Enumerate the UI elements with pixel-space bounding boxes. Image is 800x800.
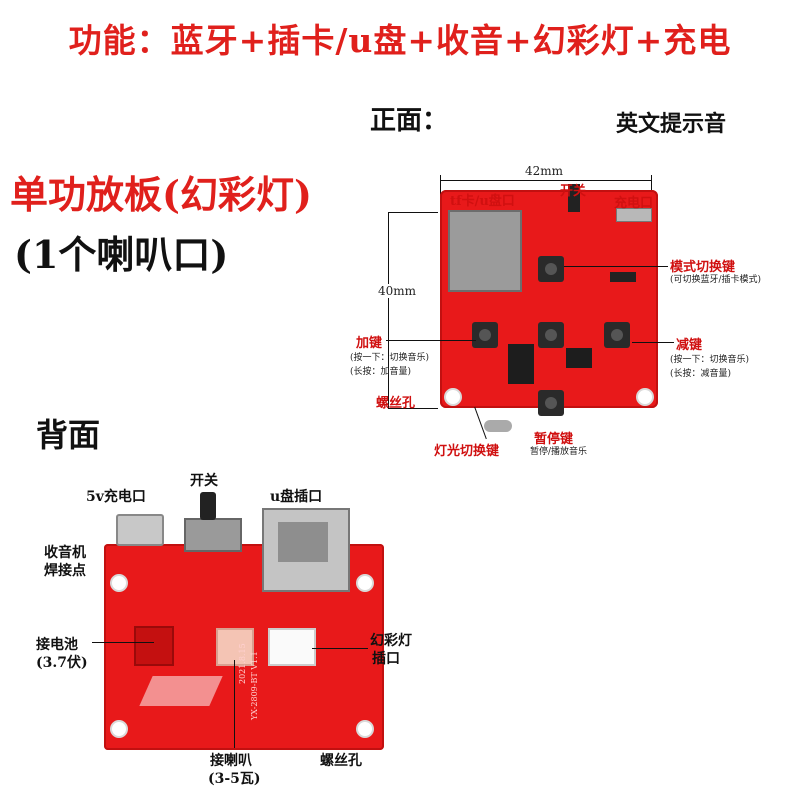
amp-chip	[566, 348, 592, 368]
front-screw-hole-bl	[444, 388, 462, 406]
board-name: 单功放板(幻彩灯)	[10, 172, 312, 217]
speaker-port-label: (1个喇叭口)	[14, 232, 229, 277]
silkscreen-text-2: YX-2809-BT V1.1	[250, 651, 259, 720]
back-screw-hole-tl	[110, 574, 128, 592]
front-screw-hole-label: 螺丝孔	[376, 396, 416, 411]
smd-part	[610, 272, 636, 282]
radio-pad-label-2: 焊接点	[44, 563, 86, 579]
front-screw-hole-br	[636, 388, 654, 406]
plus-key-label: 加键	[356, 336, 383, 351]
speaker-label-2: (3-5瓦)	[208, 771, 261, 787]
silkscreen-text: 2021.8.15	[238, 643, 247, 684]
front-switch-label: 开关	[560, 184, 587, 199]
center-button	[538, 322, 564, 348]
back-pcb: 2021.8.15 YX-2809-BT V1.1	[104, 492, 384, 750]
width-dim-label: 42mm	[525, 164, 564, 178]
back-screw-hole-bl	[110, 720, 128, 738]
plus-key-note-1: (按一下：切换音乐)	[350, 353, 430, 363]
pause-key-note: 暂停/播放音乐	[530, 447, 588, 457]
back-board-diagram: 5v充电口 开关 u盘插口 2021.8.15 YX-2809-BT V1.1 …	[30, 460, 450, 800]
front-label: 正面：	[370, 106, 449, 136]
back-switch-label: 开关	[190, 473, 218, 489]
back-screw-hole-tr	[356, 574, 374, 592]
minus-key-note-1: (按一下：切换音乐)	[670, 355, 750, 365]
back-label: 背面	[36, 416, 101, 454]
pause-key-label: 暂停键	[534, 432, 574, 447]
width-dimension-line	[440, 180, 652, 181]
minus-key-note-2: (长按：减音量)	[670, 369, 732, 379]
back-5v-charge-label: 5v充电口	[86, 489, 146, 505]
radio-pad-label-1: 收音机	[44, 545, 86, 561]
english-prompt-label: 英文提示音	[616, 111, 727, 137]
tf-slot-label: tf卡/u盘口	[450, 194, 515, 209]
light-port-label-2: 插口	[372, 651, 400, 667]
light-port-label-1: 幻彩灯	[370, 633, 412, 649]
battery-pad	[139, 676, 223, 706]
plus-key-leader	[386, 340, 476, 341]
slide-switch	[184, 518, 242, 552]
back-screw-hole-label: 螺丝孔	[320, 753, 362, 769]
plus-key-note-2: (长按：加音量)	[350, 367, 412, 377]
front-board-diagram: 42mm 40mm tf卡/u盘口 开关 充电口 模式切换键 (可切换蓝牙/插卡…	[330, 160, 800, 460]
front-charge-port	[616, 208, 652, 222]
pause-button	[538, 390, 564, 416]
battery-connector	[134, 626, 174, 666]
mode-key-note: (可切换蓝牙/插卡模式)	[670, 275, 762, 285]
speaker-connector	[216, 628, 254, 666]
battery-label-1: 接电池	[36, 637, 78, 653]
usb-a-tongue	[278, 522, 328, 562]
front-charge-label: 充电口	[614, 196, 654, 211]
speaker-label-1: 接喇叭	[210, 753, 252, 769]
height-dim-tick-top	[388, 212, 438, 213]
plus-button	[472, 322, 498, 348]
light-connector	[268, 628, 316, 666]
height-dimension-line	[388, 212, 389, 408]
mode-key-label: 模式切换键	[670, 260, 736, 275]
minus-key-label: 减键	[676, 338, 703, 353]
battery-leader	[92, 642, 154, 643]
height-dim-label: 40mm	[378, 284, 417, 298]
height-dim-tick-bottom	[388, 408, 438, 409]
back-usb-label: u盘插口	[270, 489, 323, 505]
crystal	[484, 420, 512, 432]
light-key-label: 灯光切换键	[434, 444, 500, 459]
page-title: 功能：蓝牙+插卡/u盘+收音+幻彩灯+充电	[68, 21, 732, 60]
main-chip	[508, 344, 534, 384]
light-port-leader	[312, 648, 368, 649]
width-dim-tick-left	[440, 175, 441, 205]
tf-card-slot	[448, 210, 522, 292]
minus-button	[604, 322, 630, 348]
front-pcb	[440, 184, 658, 432]
front-switch	[568, 184, 580, 212]
speaker-leader	[234, 660, 235, 748]
mode-key-leader	[564, 266, 668, 267]
battery-label-2: (3.7伏)	[36, 655, 88, 671]
switch-lever	[200, 492, 216, 520]
minus-key-leader	[632, 342, 674, 343]
mode-button	[538, 256, 564, 282]
back-screw-hole-br	[356, 720, 374, 738]
micro-usb-port	[116, 514, 164, 546]
